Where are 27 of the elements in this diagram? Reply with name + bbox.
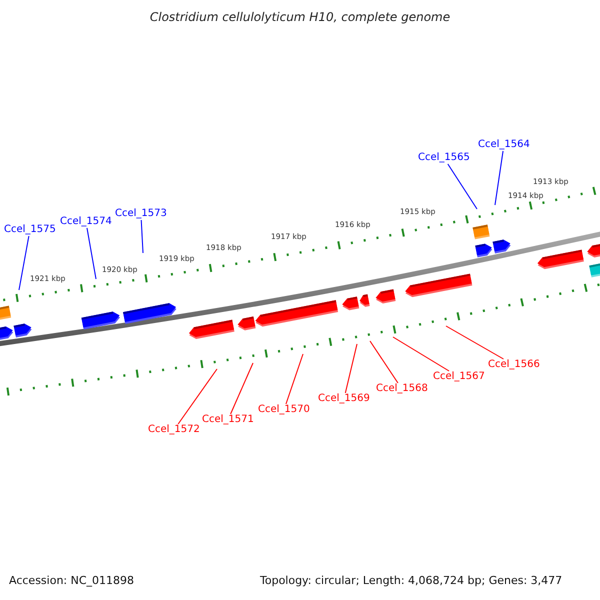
footer-text: Accession: NC_011898 [9,574,134,587]
gene-label: Ccel_1571 [202,414,254,426]
leader-line [392,336,450,372]
leader-line [494,150,504,206]
title: Clostridium cellulolyticum H10, complete genome [148,10,452,24]
leader-line [285,354,304,404]
leader-line [140,220,144,254]
gene-label: Ccel_1566 [488,359,540,371]
leader-line [370,340,398,384]
leader-line [178,368,218,424]
gene-label: Ccel_1569 [318,393,370,405]
gene-label: Ccel_1564 [478,139,530,151]
leader-line [18,236,30,290]
gene-label: Ccel_1568 [376,383,428,395]
leader-line [446,326,504,360]
leader-line [344,344,358,394]
leader-line [230,362,254,414]
gene-label: Ccel_1574 [60,216,112,228]
footer-text: Topology: circular; Length: 4,068,724 bp; Genes: 3,477 [260,574,562,587]
gene-label: Ccel_1575 [4,224,56,236]
gene-label: Ccel_1570 [258,404,310,416]
leader-line [447,164,478,210]
leader-line [86,228,96,280]
gene-label: Ccel_1572 [148,424,200,436]
gene-label: Ccel_1573 [115,208,167,220]
gene-label: Ccel_1567 [433,371,485,383]
gene-label: Ccel_1565 [418,152,470,164]
